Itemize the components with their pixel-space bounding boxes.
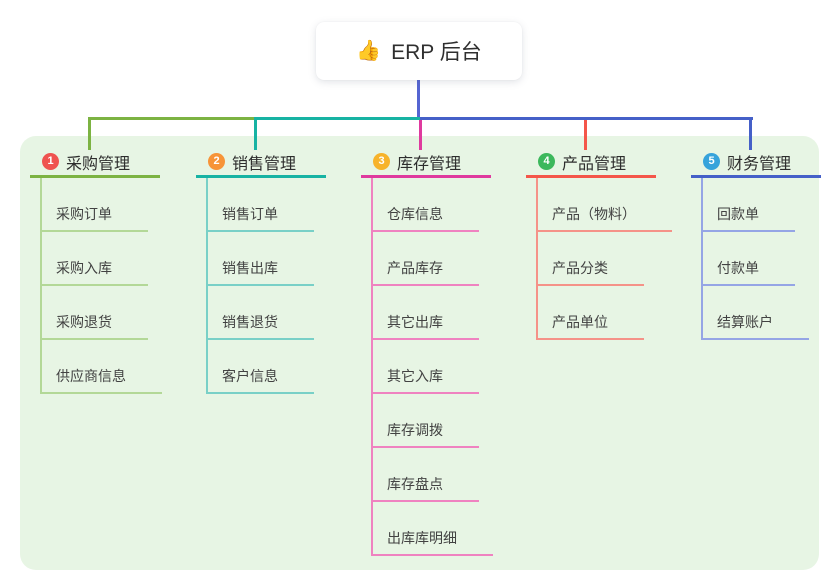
connector-branch-drop [584,120,587,150]
branch-number-badge: 2 [208,153,225,170]
root-node[interactable]: 👍 ERP 后台 [316,22,522,80]
child-node[interactable]: 采购入库 [42,232,148,286]
connector-branch-drop [749,117,752,150]
connector-branch-drop [419,120,422,150]
child-node[interactable]: 客户信息 [208,340,314,394]
branch-number-badge: 4 [538,153,555,170]
branch-topic-label: 采购管理 [66,155,131,173]
child-node[interactable]: 产品库存 [373,232,479,286]
branch-topic[interactable]: 5 财务管理 [691,148,821,178]
branch-topic[interactable]: 2 销售管理 [196,148,326,178]
branch-children: 产品（物料）产品分类产品单位 [536,178,672,340]
connector-bus-segment [420,117,753,120]
branch-topic[interactable]: 3 库存管理 [361,148,491,178]
branch-topic-label: 销售管理 [232,155,297,173]
connector-bus-segment [89,117,255,120]
branch-topic-label: 财务管理 [727,155,792,173]
branch-topic[interactable]: 1 采购管理 [30,148,160,178]
child-node[interactable]: 库存调拨 [373,394,479,448]
child-node[interactable]: 仓库信息 [373,178,479,232]
branch-topic-label: 库存管理 [397,155,462,173]
connector-branch-drop [88,117,91,150]
branch-children: 销售订单销售出库销售退货客户信息 [206,178,314,394]
branch-topic[interactable]: 4 产品管理 [526,148,656,178]
branch-number-badge: 1 [42,153,59,170]
child-node[interactable]: 产品单位 [538,286,644,340]
child-node[interactable]: 销售出库 [208,232,314,286]
child-node[interactable]: 其它入库 [373,340,479,394]
child-node[interactable]: 销售订单 [208,178,314,232]
thumbs-up-icon: 👍 [356,40,382,62]
child-node[interactable]: 供应商信息 [42,340,162,394]
child-node[interactable]: 回款单 [703,178,795,232]
branch-number-badge: 5 [703,153,720,170]
branch-children: 采购订单采购入库采购退货供应商信息 [40,178,162,394]
child-node[interactable]: 产品（物料） [538,178,672,232]
branch-children: 回款单付款单结算账户 [701,178,809,340]
child-node[interactable]: 采购退货 [42,286,148,340]
child-node[interactable]: 其它出库 [373,286,479,340]
child-node[interactable]: 库存盘点 [373,448,479,502]
child-node[interactable]: 出库库明细 [373,502,493,556]
branch-children: 仓库信息产品库存其它出库其它入库库存调拨库存盘点出库库明细 [371,178,493,556]
child-node[interactable]: 产品分类 [538,232,644,286]
child-node[interactable]: 结算账户 [703,286,809,340]
connector-bus-segment [255,117,420,120]
branch-number-badge: 3 [373,153,390,170]
connector-branch-drop [254,117,257,150]
branch-topic-label: 产品管理 [562,155,627,173]
root-title: ERP 后台 [391,41,482,64]
child-node[interactable]: 销售退货 [208,286,314,340]
child-node[interactable]: 付款单 [703,232,795,286]
child-node[interactable]: 采购订单 [42,178,148,232]
branches-panel [20,136,819,570]
connector-root-line [417,78,420,120]
